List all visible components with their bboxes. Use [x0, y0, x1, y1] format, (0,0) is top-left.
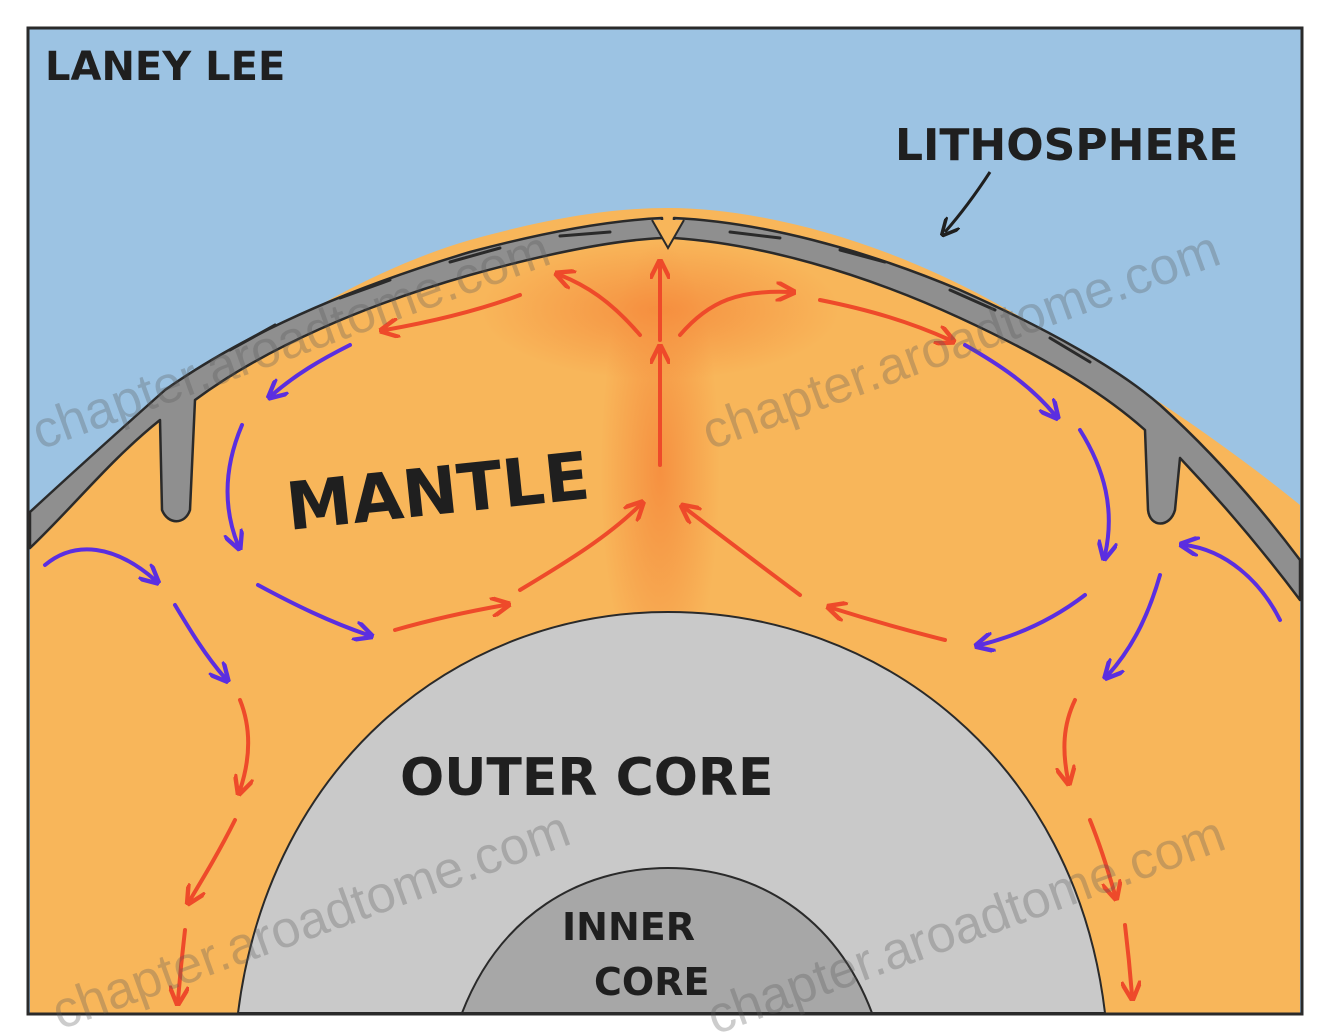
inner-core-label-line1: INNER [562, 905, 695, 949]
credit-label: LANEY LEE [45, 44, 285, 90]
inner-core-label-line2: CORE [594, 960, 709, 1004]
outer-core-label: OUTER CORE [400, 748, 774, 808]
lithosphere-label: LITHOSPHERE [895, 120, 1238, 171]
